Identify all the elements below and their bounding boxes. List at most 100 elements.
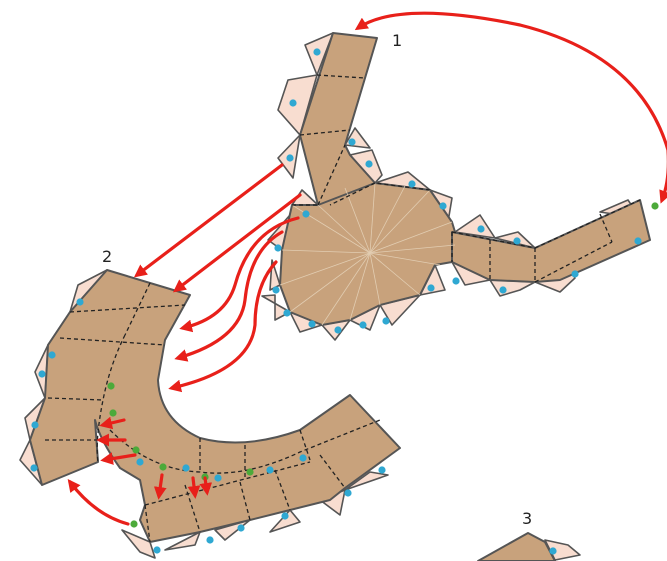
blue-dot (313, 48, 321, 56)
blue-dot (348, 138, 356, 146)
fold-line (299, 429, 311, 461)
tab (164, 531, 201, 551)
blue-dot (136, 458, 144, 466)
blue-dot (182, 464, 190, 472)
blue-dot (382, 317, 390, 325)
green-dot (132, 446, 140, 454)
arrow (174, 230, 284, 362)
blue-dot (359, 321, 367, 329)
blue-dot (439, 202, 447, 210)
blue-dot (286, 154, 294, 162)
piece-2 (19, 269, 401, 559)
piece-label-3: 3 (522, 509, 532, 528)
tab (344, 471, 389, 491)
blue-dot (634, 237, 642, 245)
tab (269, 509, 301, 533)
blue-dot (281, 512, 289, 520)
blue-dot (76, 298, 84, 306)
spoke (289, 252, 371, 313)
blue-dot (272, 286, 280, 294)
blue-dot (31, 421, 39, 429)
fold-line (47, 397, 104, 401)
arrow (187, 476, 201, 499)
blue-dot (283, 309, 291, 317)
fold-line (534, 241, 613, 283)
arrow (172, 193, 302, 293)
blue-dot (499, 286, 507, 294)
arrow-top-connector (354, 11, 667, 204)
fold-line (451, 231, 536, 249)
spoke (369, 252, 381, 306)
green-dot (109, 409, 117, 417)
arrow (99, 416, 126, 430)
blue-dot (365, 160, 373, 168)
arrow (100, 452, 137, 465)
blue-dot (408, 180, 416, 188)
blue-dot (427, 284, 435, 292)
fold-line (144, 504, 151, 543)
spoke (369, 244, 456, 254)
spoke (279, 252, 371, 286)
fold-line (534, 199, 641, 249)
fold-line (59, 337, 166, 346)
spoke (369, 252, 421, 296)
tab (454, 214, 496, 239)
spoke (317, 204, 371, 254)
arrow (168, 260, 278, 393)
blue-dot (206, 536, 214, 544)
piece-2-faces (29, 269, 401, 543)
blue-dot (308, 320, 316, 328)
blue-dot (477, 225, 485, 233)
blue-dot (344, 489, 352, 497)
fold-line (299, 129, 351, 136)
fold-line (599, 213, 613, 243)
tab (261, 294, 291, 321)
arrow (67, 478, 130, 526)
blue-dot (378, 466, 386, 474)
spoke (369, 252, 441, 266)
blue-dot (289, 99, 297, 107)
blue-dot (571, 270, 579, 278)
piece-label-2: 2 (102, 247, 112, 266)
fold-line (124, 282, 151, 336)
blue-dot (48, 351, 56, 359)
green-dot (651, 202, 659, 210)
piece-1 (261, 32, 659, 341)
arrow (179, 216, 300, 333)
spoke (349, 252, 371, 321)
blue-dot (153, 546, 161, 554)
fold-line (144, 461, 311, 506)
piece-label-1: 1 (392, 31, 402, 50)
arrow (133, 163, 284, 278)
green-dot (159, 463, 167, 471)
blue-dot (38, 370, 46, 378)
blue-dot (334, 326, 342, 334)
blue-dot (266, 466, 274, 474)
fold-line (184, 484, 201, 533)
blue-dot (30, 464, 38, 472)
piece-2-strip (29, 269, 401, 543)
fold-line (316, 74, 366, 79)
arrows (67, 11, 667, 526)
spoke (344, 187, 371, 254)
fold-line (96, 334, 126, 463)
fold-line (317, 144, 346, 206)
spoke (369, 221, 453, 254)
arrow (153, 473, 167, 500)
piece-2-dots (30, 298, 386, 554)
spoke (321, 252, 371, 326)
blue-dot (302, 210, 310, 218)
blue-dot (237, 524, 245, 532)
piece-3-fragment (477, 532, 556, 561)
green-dot (246, 468, 254, 476)
tab (121, 529, 156, 559)
blue-dot (513, 237, 521, 245)
arrow (199, 476, 213, 496)
fold-line (274, 469, 291, 511)
blue-dot (299, 454, 307, 462)
blue-dot (214, 474, 222, 482)
blue-dot (549, 547, 557, 555)
fold-line (109, 419, 381, 474)
fold-line (69, 304, 186, 313)
piece-2-fold-lines (45, 282, 381, 543)
